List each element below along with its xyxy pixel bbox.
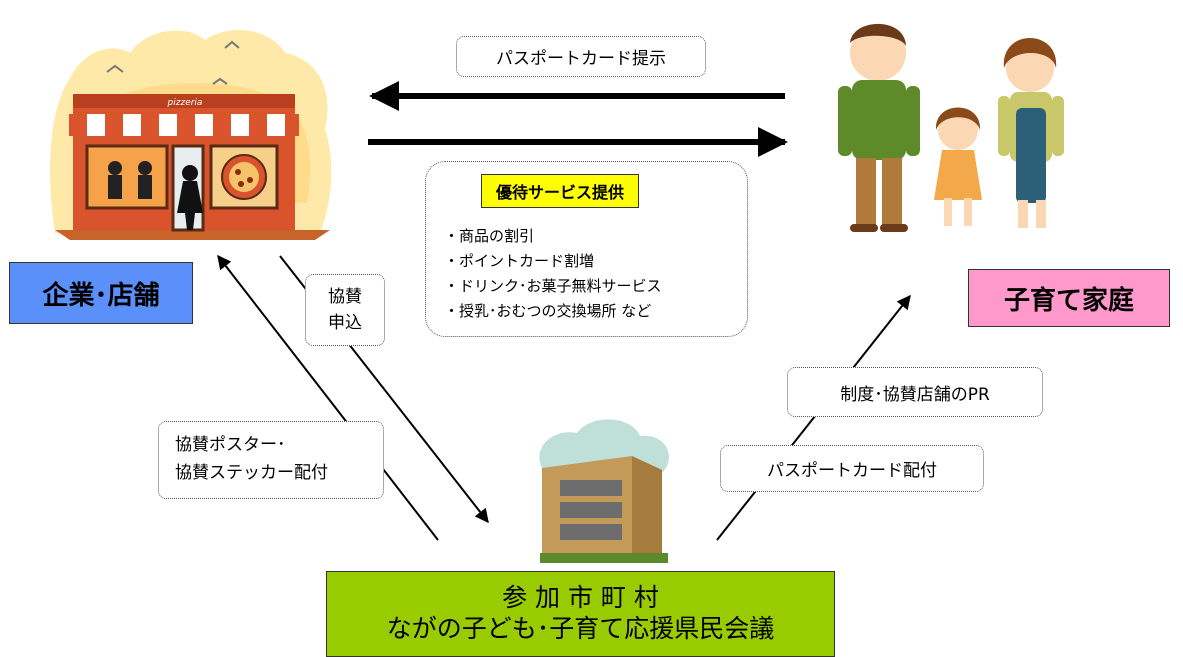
- organization-line1: 参 加 市 町 村: [502, 583, 659, 612]
- service-item: ・ポイントカード割増: [444, 252, 595, 270]
- mother: [998, 38, 1064, 228]
- poster-label-line1: 協賛ポスター･: [175, 435, 286, 455]
- store-label: 企業･店舗: [42, 280, 160, 311]
- pr-label: 制度･協賛店舗のPR: [787, 367, 1043, 417]
- arrow-municipality-to-store: [217, 254, 439, 541]
- family-label-box: 子育て家庭: [968, 269, 1170, 327]
- passport-card-present-label: パスポートカード提示: [456, 36, 706, 77]
- application-label-line1: 協賛: [328, 287, 362, 307]
- arrow-municipality-to-family: [716, 294, 911, 541]
- service-title: 優待サービス提供: [481, 174, 640, 208]
- service-item: ・商品の割引: [444, 227, 535, 245]
- service-item: ・授乳･おむつの交換場所 など: [444, 302, 652, 320]
- card-distribution-text: パスポートカード配付: [767, 461, 937, 481]
- application-label-line2: 申込: [328, 313, 362, 333]
- child: [934, 107, 982, 226]
- application-label: 協賛 申込: [305, 274, 385, 346]
- organization-box: 参 加 市 町 村 ながの子ども･子育て応援県民会議: [326, 571, 835, 657]
- service-item: ・ドリンク･お菓子無料サービス: [444, 277, 662, 295]
- store-illustration: pizzeria: [50, 30, 332, 240]
- store-label-box: 企業･店舗: [9, 262, 193, 324]
- poster-sticker-label: 協賛ポスター･ 協賛ステッカー配付: [158, 421, 384, 499]
- municipality-building-illustration: [539, 419, 669, 563]
- service-box: 優待サービス提供 ・商品の割引 ・ポイントカード割増 ・ドリンク･お菓子無料サー…: [425, 161, 748, 337]
- family-illustration: [838, 23, 1064, 232]
- store-sign: pizzeria: [167, 98, 203, 108]
- father: [838, 23, 920, 232]
- card-distribution-label: パスポートカード配付: [720, 445, 984, 492]
- family-label: 子育て家庭: [1003, 285, 1134, 316]
- passport-card-present-text: パスポートカード提示: [496, 49, 666, 69]
- service-list: ・商品の割引 ・ポイントカード割増 ・ドリンク･お菓子無料サービス ・授乳･おむ…: [444, 224, 662, 324]
- poster-label-line2: 協賛ステッカー配付: [175, 463, 328, 483]
- organization-line2: ながの子ども･子育て応援県民会議: [386, 614, 775, 643]
- awning: [69, 114, 299, 136]
- pr-label-text: 制度･協賛店舗のPR: [840, 384, 990, 405]
